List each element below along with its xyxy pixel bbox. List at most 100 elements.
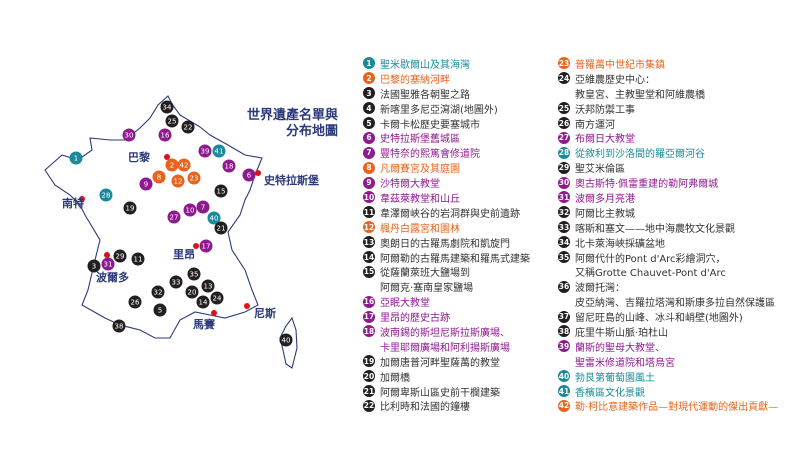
list-item-continuation: 又稱Grotte Chauvet-Pont d'Arc [558,264,778,279]
marker-circle [128,295,142,309]
site-marker[interactable]: 3 [87,259,101,273]
marker-circle [183,203,197,217]
site-marker[interactable]: 35 [187,267,201,281]
marker-number: 27 [170,214,179,222]
number-badge: 7 [363,146,375,159]
number-badge: 2 [363,72,375,85]
site-marker[interactable]: 9 [139,177,153,191]
marker-number: 20 [188,289,197,297]
site-name: 喀斯和塞文——地中海農牧文化景觀 [575,223,735,235]
marker-circle [181,120,195,134]
number-badge: 17 [363,310,375,323]
site-marker[interactable]: 2 [165,158,179,172]
marker-number: 41 [215,148,224,156]
number-badge: 22 [363,399,375,412]
site-name: 普羅萬中世紀市集鎮 [575,59,665,71]
marker-circle [279,333,293,347]
site-marker[interactable]: 13 [201,279,215,293]
site-marker[interactable]: 39 [198,144,212,158]
number-badge: 30 [558,176,570,189]
site-marker[interactable]: 26 [128,295,142,309]
marker-number: 28 [102,192,111,200]
site-marker[interactable]: 10 [183,203,197,217]
site-name: 波爾托灣： [575,283,625,295]
site-marker[interactable]: 8 [152,170,166,184]
site-marker[interactable]: 42 [177,158,191,172]
site-marker[interactable]: 21 [214,221,228,235]
number-badge: 42 [558,399,570,412]
marker-number: 38 [115,323,124,331]
site-marker[interactable]: 17 [199,239,213,253]
site-marker[interactable]: 5 [153,303,167,317]
site-marker[interactable]: 40 [207,211,221,225]
number-badge: 12 [363,221,375,234]
site-marker[interactable]: 34 [160,100,174,114]
marker-circle [201,279,215,293]
site-marker[interactable]: 23 [187,171,201,185]
number-badge: 8 [363,161,375,174]
site-name: 從薩蘭萊班大鹽場到 [380,268,470,280]
city-dot [193,243,199,249]
list-item: 2 巴黎的塞納河畔 [363,71,530,86]
site-name: 巴黎的塞納河畔 [380,74,450,86]
site-marker[interactable]: 18 [222,159,236,173]
site-marker[interactable]: 27 [167,210,181,224]
site-marker[interactable]: 30 [122,128,136,142]
site-marker[interactable]: 25 [165,114,179,128]
site-marker[interactable]: 38 [112,319,126,333]
marker-circle [165,158,179,172]
city-label: 馬賽 [193,317,216,331]
marker-number: 16 [161,132,170,140]
marker-circle [112,319,126,333]
site-marker[interactable]: 7 [196,200,210,214]
marker-circle [153,303,167,317]
marker-circle [160,100,174,114]
site-name: 阿爾克·塞南皇家鹽場 [380,283,474,295]
marker-number: 17 [202,243,211,251]
marker-circle [167,210,181,224]
site-marker[interactable]: 20 [185,285,199,299]
site-name: 韋澤爾峽谷的岩洞群與史前遺跡 [380,208,520,220]
list-item-continuation: 阿爾克·塞南皇家鹽場 [363,279,530,294]
site-marker[interactable]: 12 [171,174,185,188]
site-marker[interactable]: 11 [131,252,145,266]
site-marker[interactable]: 19 [123,201,137,215]
city-dot [211,310,217,316]
list-item-continuation: 卡里耶爾廣場和阿利揚斯廣場 [363,339,530,354]
marker-number: 11 [134,256,143,264]
site-marker[interactable]: 41 [212,144,226,158]
marker-number: 8 [157,174,161,182]
site-marker[interactable]: 15 [214,184,228,198]
site-name: 加爾橋 [380,372,410,384]
marker-number: 32 [154,289,163,297]
marker-number: 13 [204,283,213,291]
site-marker[interactable]: 1 [69,151,83,165]
site-name: 亞維農歷史中心： [575,74,655,86]
site-marker[interactable]: 40 [279,333,293,347]
site-marker[interactable]: 28 [99,188,113,202]
site-marker[interactable]: 31 [101,257,115,271]
site-marker[interactable]: 22 [181,120,195,134]
site-marker[interactable]: 32 [151,285,165,299]
site-marker[interactable]: 24 [210,291,224,305]
site-marker[interactable]: 14 [196,295,210,309]
site-marker[interactable]: 29 [113,249,127,263]
site-name: 阿爾代什的Pont d'Arc彩繪洞穴， [575,253,726,265]
site-marker[interactable]: 6 [242,168,256,182]
site-name: 沃邦防禦工事 [575,104,635,116]
site-marker[interactable]: 33 [169,275,183,289]
city-dot [255,170,261,176]
number-badge: 31 [558,191,570,204]
site-marker[interactable]: 16 [158,128,172,142]
